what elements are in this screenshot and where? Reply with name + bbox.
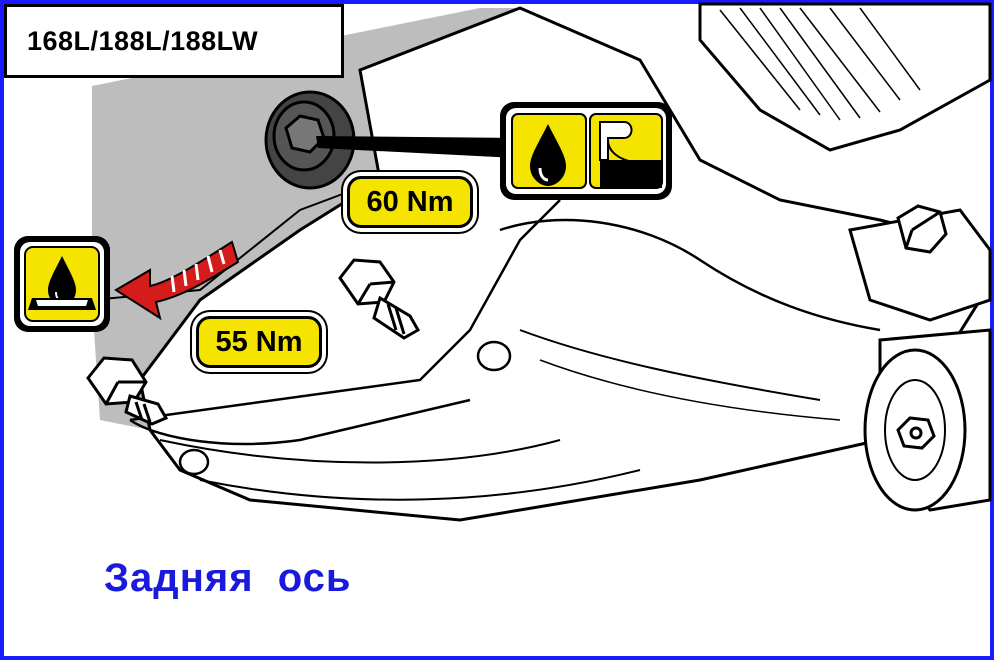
drain-bolt-lower [86, 356, 169, 426]
torque-label-drain-bolts: 55 Nm [196, 316, 322, 368]
mount-arm [848, 208, 992, 322]
oil-drop-drain-pan-icon [14, 236, 110, 332]
propeller-shaft-tube [698, 2, 992, 152]
curved-red-arrow-icon [114, 240, 240, 321]
drain-bolt-upper [338, 258, 421, 340]
cover-hole-1 [476, 340, 512, 372]
fill-plug-leader [316, 136, 516, 158]
cover-hole-2 [178, 448, 210, 476]
mount-bolt-upper [896, 204, 948, 254]
cover-plate [129, 199, 561, 446]
model-label: 168L/188L/188LW [4, 4, 344, 78]
torque-label-fill-plug: 60 Nm [347, 176, 473, 228]
shaft-tube-ribs [719, 7, 921, 121]
fill-plug [264, 90, 356, 190]
housing-flange [499, 218, 881, 332]
mount-nut [896, 416, 936, 450]
caption-rear-axle: Задняя ось [104, 556, 352, 600]
oil-drop-fill-level-icon [500, 102, 672, 200]
